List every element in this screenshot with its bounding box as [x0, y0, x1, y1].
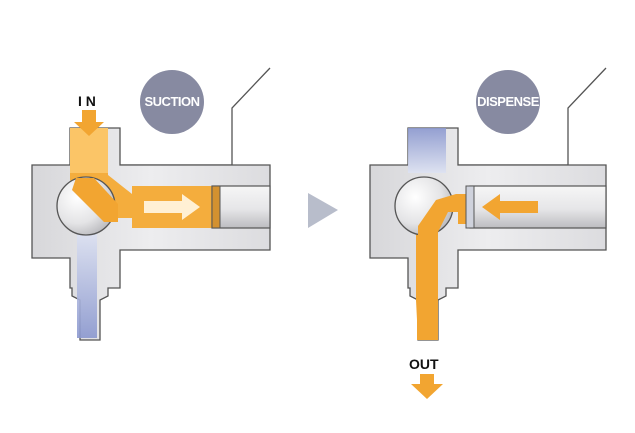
valve-body — [369, 127, 607, 341]
dispense-panel — [369, 67, 607, 399]
flow-arrow-right — [144, 194, 200, 220]
suction-panel — [31, 67, 271, 341]
suction-badge-label: SUCTION — [144, 94, 201, 109]
suction-badge — [140, 70, 204, 134]
ball-passage — [418, 194, 472, 236]
ball-passage — [72, 178, 118, 222]
outlet-channel — [77, 232, 97, 338]
transition-arrow-icon — [308, 193, 338, 228]
inlet-channel — [408, 128, 446, 173]
outlet-fluid — [417, 232, 438, 340]
flow-arrow-left — [482, 194, 538, 220]
piston-seal — [211, 185, 221, 229]
outlet-label: OUT — [409, 356, 439, 372]
valve-body — [31, 127, 271, 341]
piston — [211, 185, 271, 229]
outlet-arrow-icon — [411, 374, 443, 399]
dispense-badge-label: DISPENSE — [477, 94, 539, 109]
inlet-arrow-icon — [74, 110, 104, 136]
inlet-label: I N — [78, 93, 96, 109]
piston-seal — [465, 185, 475, 229]
dispense-badge — [476, 70, 540, 134]
